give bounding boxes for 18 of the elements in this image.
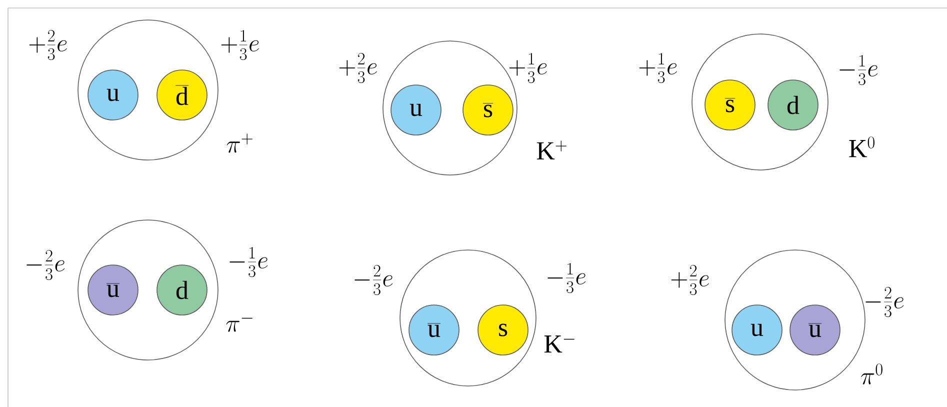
particle-label: $\mathrm{K}^{-}$	[544, 336, 574, 353]
charge-label: $-\frac{1}{3}e$	[548, 262, 586, 294]
charge-label: $+\frac{1}{3}e$	[509, 52, 547, 84]
charge-label: $-\frac{1}{3}e$	[230, 246, 268, 278]
charge-label: $+\frac{1}{3}e$	[221, 30, 259, 60]
charge-label: $-\frac{2}{3}e$	[26, 250, 65, 280]
charge-label: $-\frac{2}{3}e$	[354, 264, 393, 296]
particle-label: $\pi^{+}$	[226, 134, 253, 153]
charge-label: $+\frac{1}{3}e$	[639, 52, 677, 84]
charge-label: $+\frac{2}{3}e$	[671, 264, 709, 296]
charge-label: $-\frac{2}{3}e$	[866, 286, 904, 318]
charge-label: $+\frac{2}{3}e$	[339, 52, 377, 84]
charge-label: $+\frac{2}{3}e$	[29, 30, 67, 60]
particle-label: $\pi^{0}$	[861, 364, 882, 384]
charge-label: $-\frac{1}{3}e$	[840, 54, 878, 86]
particle-label: $\mathrm{K}^{0}$	[849, 136, 874, 158]
particle-label: $\pi^{-}$	[226, 318, 252, 332]
particle-label: $\mathrm{K}^{+}$	[536, 140, 567, 160]
